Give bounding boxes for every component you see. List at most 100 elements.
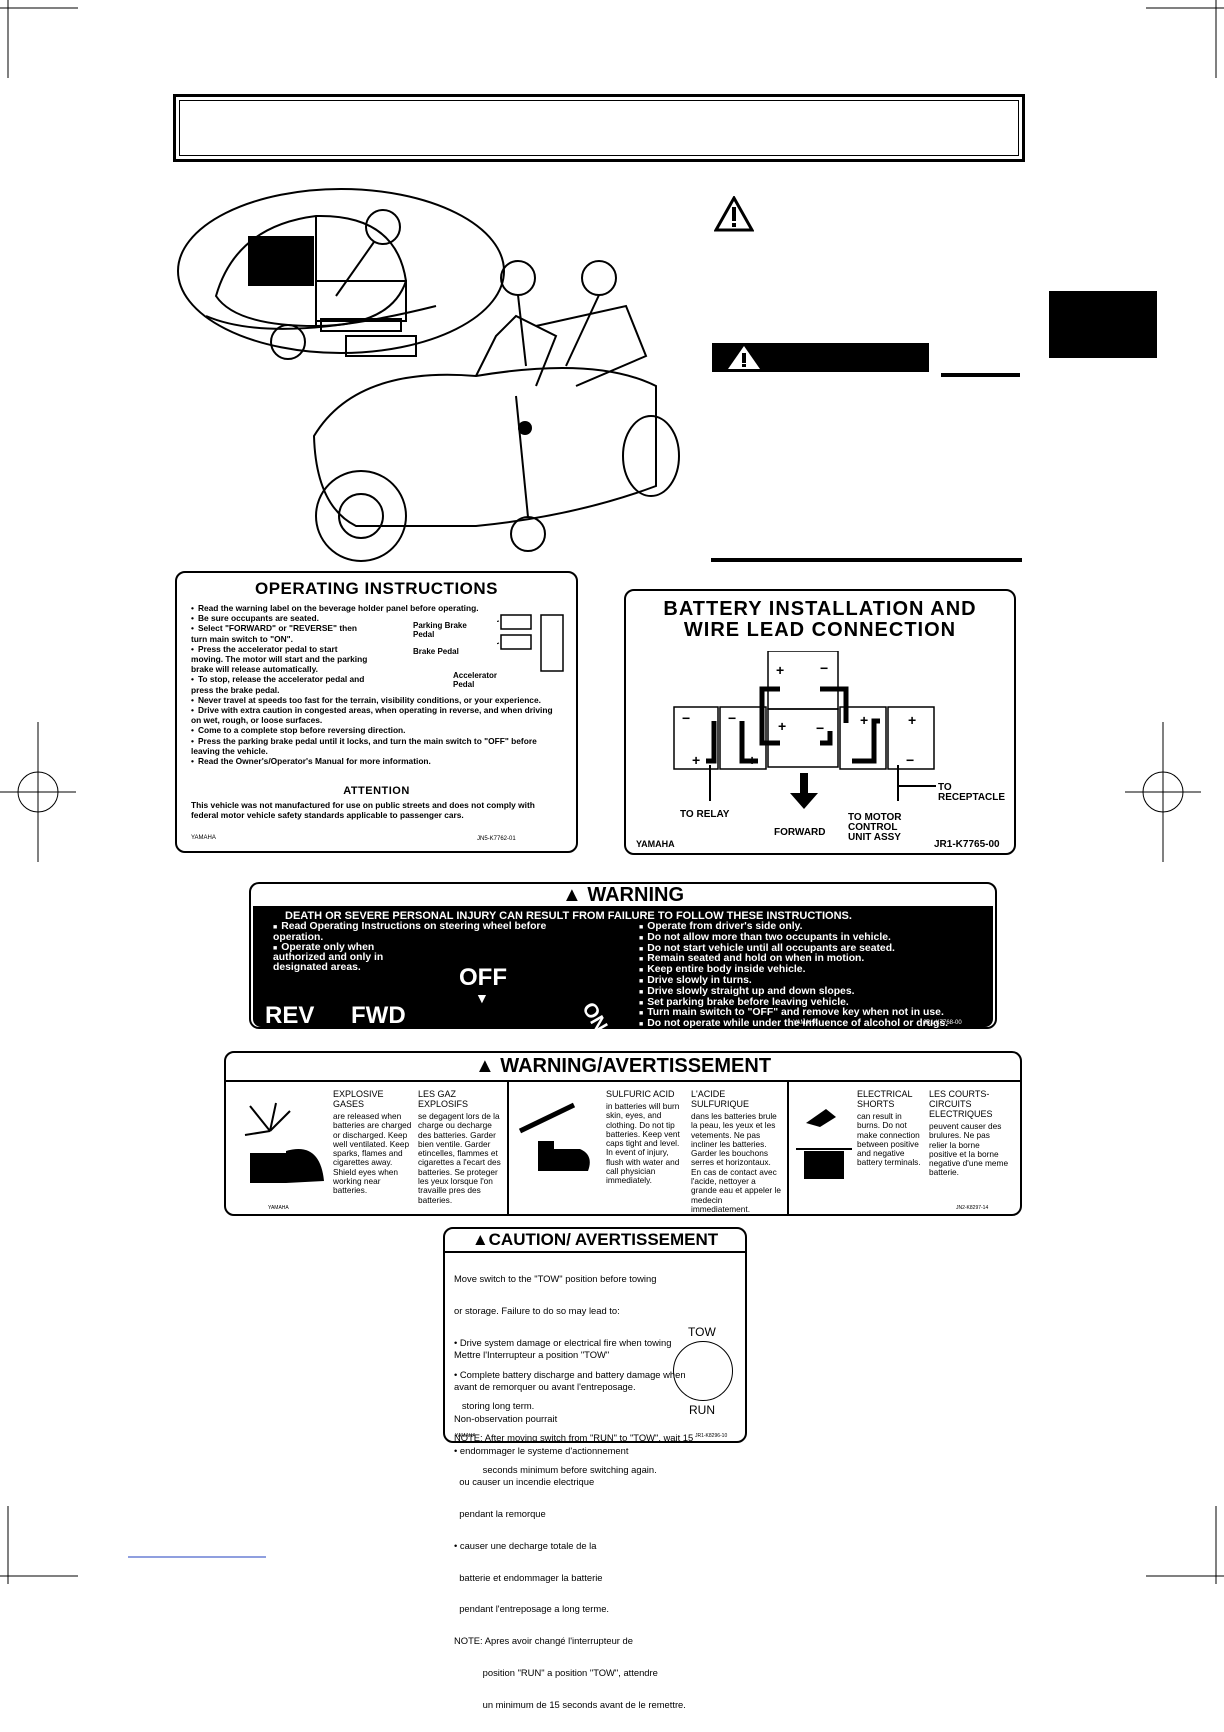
list-item: Operate only when authorized and only in…: [273, 942, 407, 973]
warning-icon: ▲: [474, 1055, 495, 1077]
panel-en: EXPLOSIVE GASES are released when batter…: [333, 1089, 413, 1196]
parking-brake-label: Parking Brake Pedal: [413, 621, 467, 639]
avertissement-title-row: ▲ WARNING/AVERTISSEMENT: [226, 1053, 1020, 1082]
panel-fr: LES GAZ EXPLOSIFS se degagent lors de la…: [418, 1089, 502, 1205]
svg-text:−: −: [816, 720, 824, 736]
brand-text: YAMAHA: [793, 1020, 818, 1026]
caution-line: or storage. Failure to do so may lead to…: [454, 1304, 620, 1316]
panel-text: can result in burns. Do not make connect…: [857, 1111, 921, 1168]
battery-title-2: WIRE LEAD CONNECTION: [683, 619, 957, 641]
caution-line: Mettre l'Interrupteur a position "TOW": [454, 1349, 610, 1361]
cart-illustration: [177, 188, 680, 562]
warning-label: ▲ WARNING DEATH OR SEVERE PERSONAL INJUR…: [249, 882, 997, 1036]
acid-hand-icon: [518, 1102, 590, 1171]
operating-list: Read the warning label on the beverage h…: [191, 603, 559, 766]
list-item: Select "FORWARD" or "REVERSE" then turn …: [191, 623, 371, 643]
run-label: RUN: [689, 1403, 715, 1417]
caution-line: ou causer un incendie electrique: [454, 1476, 595, 1488]
panel-en: SULFURIC ACID in batteries will burn ski…: [606, 1089, 686, 1186]
attention-text: This vehicle was not manufactured for us…: [191, 800, 535, 821]
header-box: [173, 94, 1025, 162]
list-item: Do not start vehicle until all occupants…: [639, 943, 989, 955]
panel-text: are released when batteries are charged …: [333, 1111, 412, 1196]
tow-run-switch-dial: [673, 1341, 733, 1401]
brake-pedal-label: Brake Pedal: [413, 647, 459, 656]
caution-line: • endommager le systeme d'actionnement: [454, 1444, 629, 1456]
fwd-label: FWD: [351, 1002, 406, 1029]
list-item: Read the Owner's/Operator's Manual for m…: [191, 756, 559, 766]
panel-fr: LES COURTS-CIRCUITS ELECTRIQUES peuvent …: [929, 1089, 1009, 1178]
accelerator-label: Accelerator Pedal: [453, 671, 498, 689]
part-code: JR1-K7768-00: [923, 1020, 962, 1026]
warning-left-list: Read Operating Instructions on steering …: [273, 921, 573, 973]
caution-line: NOTE: Apres avoir changé l'interrupteur …: [454, 1635, 633, 1647]
caution-line: pendant l'entreposage a long terme.: [454, 1603, 610, 1615]
panel-text: dans les batteries brule la peau, les ye…: [691, 1111, 781, 1214]
to-relay-label: TO RELAY: [680, 809, 730, 820]
panel-en: ELECTRICAL SHORTS can result in burns. D…: [857, 1089, 927, 1168]
rule-short: [941, 373, 1020, 377]
off-label: OFF: [459, 964, 507, 991]
warning-icon: ▲: [471, 1230, 489, 1249]
rule-long: [711, 558, 1022, 562]
list-item: Do not operate while under the influence…: [639, 1019, 989, 1030]
explosion-icon: [244, 1102, 324, 1183]
panel-text: peuvent causer des brulures. Ne pas reli…: [929, 1121, 1009, 1178]
caution-line: batterie et endommager la batterie: [454, 1571, 603, 1583]
svg-text:−: −: [854, 752, 862, 768]
crop-marks: [0, 0, 1224, 1584]
warning-right-list: Operate from driver's side only. Do not …: [639, 921, 989, 1030]
to-motor-label: TO MOTOR CONTROL UNIT ASSY: [848, 812, 902, 843]
battery-title-1: BATTERY INSTALLATION AND: [663, 598, 977, 620]
forward-label: FORWARD: [774, 827, 826, 838]
svg-text:−: −: [820, 660, 828, 676]
caution-line: pendant la remorque: [454, 1508, 546, 1520]
caution-line: position "RUN" a position "TOW", attendr…: [454, 1667, 658, 1678]
caution-line: seconds minimum before switching again.: [454, 1463, 657, 1475]
svg-text:+: +: [692, 752, 700, 768]
brand-text: YAMAHA: [636, 839, 675, 849]
list-item: Drive slowly straight up and down slopes…: [639, 986, 989, 998]
warning-title-row: ▲ WARNING: [251, 884, 995, 906]
part-code: JR1-K8296-10: [695, 1433, 728, 1439]
tow-label: TOW: [688, 1325, 716, 1339]
part-code: JN5-K7762-01: [477, 836, 516, 842]
panel-heading: LES GAZ EXPLOSIFS: [418, 1089, 469, 1109]
caution-line: • causer une decharge totale de la: [454, 1539, 597, 1551]
rev-label: REV: [265, 1002, 315, 1029]
list-item: Read the warning label on the beverage h…: [191, 603, 553, 613]
list-item: Be sure occupants are seated.: [191, 613, 371, 623]
brand-text: YAMAHA: [191, 835, 216, 841]
list-item: Keep entire body inside vehicle.: [639, 965, 989, 976]
list-item: Turn main switch to "OFF" and remove key…: [639, 1008, 989, 1019]
list-item: Press the accelerator pedal to start mov…: [191, 644, 371, 675]
list-item: Remain seated and hold on when in motion…: [639, 954, 989, 965]
svg-text:+: +: [748, 752, 756, 768]
operating-instructions-label: OPERATING INSTRUCTIONS Read the warning …: [175, 571, 578, 853]
part-code: JR1-K7765-00: [934, 839, 1000, 850]
caution-title: CAUTION/ AVERTISSEMENT: [488, 1230, 719, 1249]
divider: [507, 1082, 509, 1214]
battery-label: BATTERY INSTALLATION AND WIRE LEAD CONNE…: [624, 589, 1016, 855]
caution-line: • Drive system damage or electrical fire…: [454, 1336, 672, 1348]
caution-line: Non-observation pourrait: [454, 1412, 558, 1424]
svg-text:−: −: [906, 752, 914, 768]
caution-line: un minimum de 15 seconds avant de le rem…: [454, 1698, 686, 1710]
caution-line: NOTE: After moving switch from "RUN" to …: [454, 1432, 694, 1444]
avertissement-title: WARNING/AVERTISSEMENT: [500, 1055, 772, 1077]
list-item: Do not allow more than two occupants in …: [639, 932, 989, 944]
section-tab: [1049, 291, 1157, 358]
caution-english: Move switch to the "TOW" position before…: [454, 1253, 744, 1497]
avertissement-label: ▲ WARNING/AVERTISSEMENT EXPLOSIVE GASES …: [224, 1051, 1022, 1216]
caution-line: avant de remorquer ou avant l'entreposag…: [454, 1380, 636, 1392]
caution-line: Move switch to the "TOW" position before…: [454, 1273, 657, 1285]
attention-title: ATTENTION: [343, 785, 410, 797]
caution-title-row: ▲CAUTION/ AVERTISSEMENT: [445, 1229, 745, 1253]
list-item: Come to a complete stop before reversing…: [191, 725, 559, 735]
battery-short-icon: [796, 1109, 852, 1179]
svg-text:−: −: [728, 710, 736, 726]
panel-text: in batteries will burn skin, eyes, and c…: [606, 1101, 680, 1186]
list-item: Never travel at speeds too fast for the …: [191, 695, 559, 705]
list-item: To stop, release the accelerator pedal a…: [191, 674, 371, 694]
panel-heading: EXPLOSIVE GASES: [333, 1089, 384, 1109]
